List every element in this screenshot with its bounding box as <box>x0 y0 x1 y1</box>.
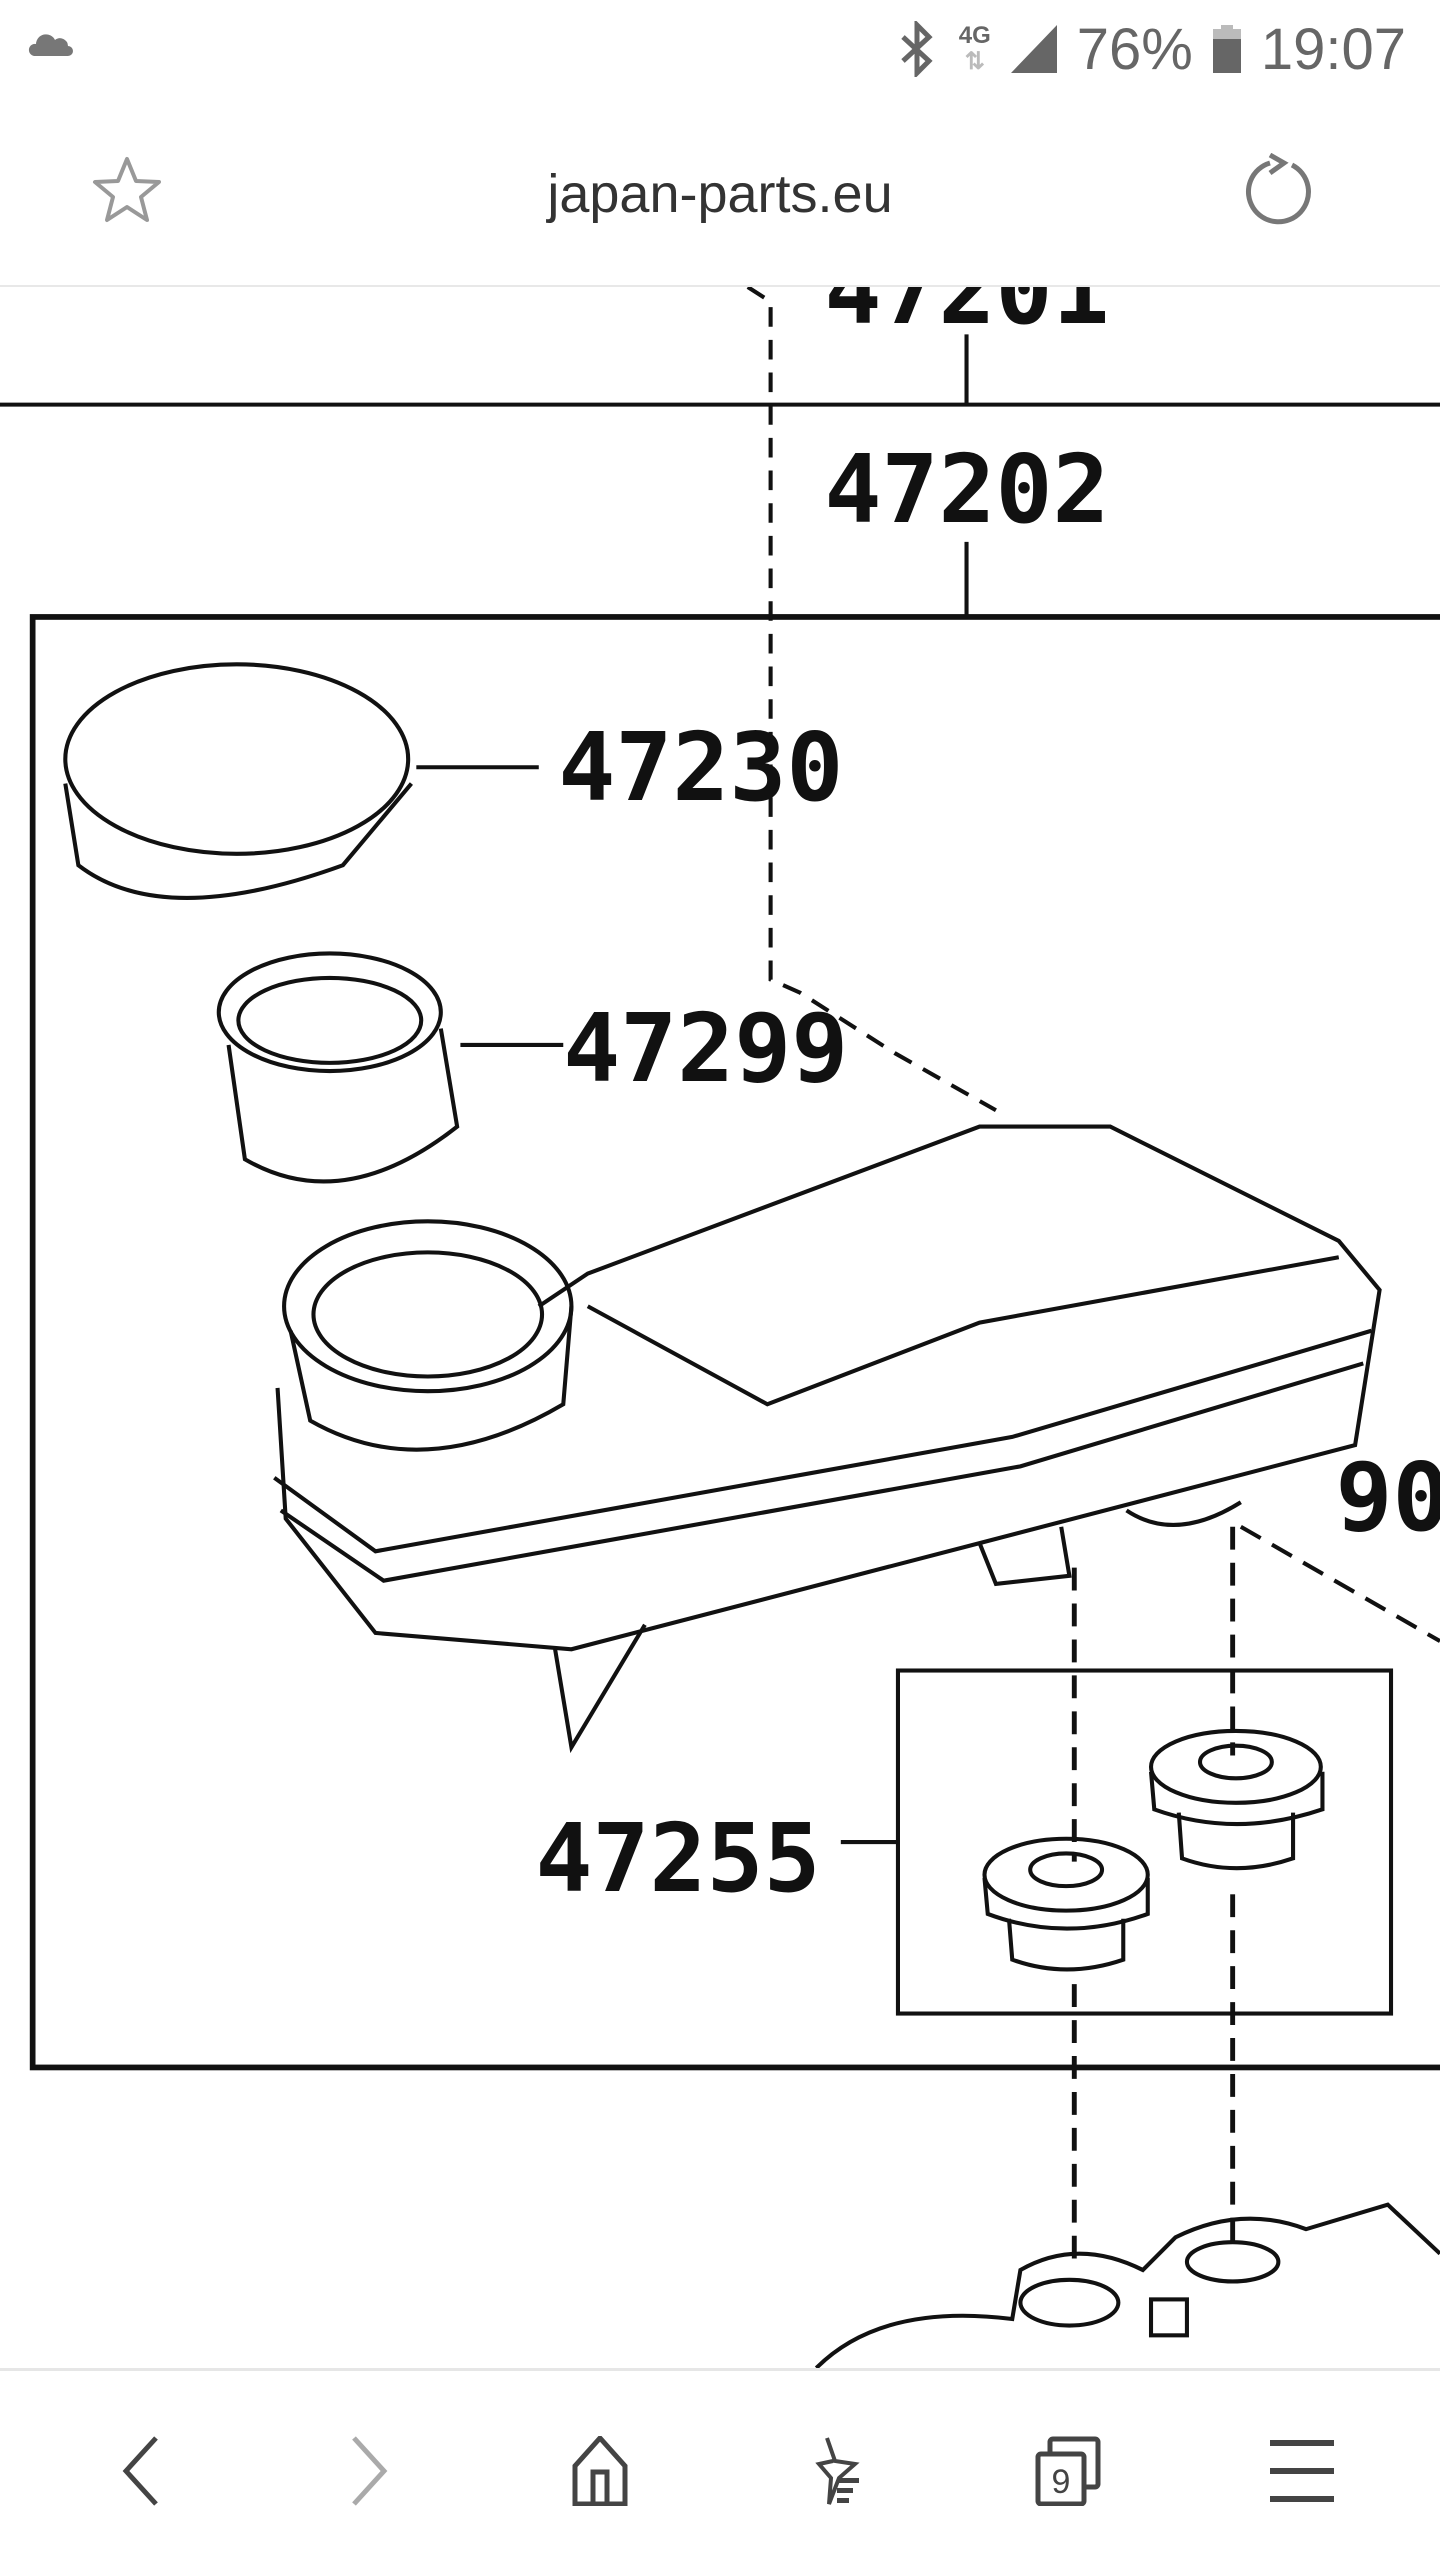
star-icon[interactable] <box>92 155 162 225</box>
part-number-47299[interactable]: 47299 <box>563 994 848 1104</box>
forward-button[interactable] <box>325 2426 415 2516</box>
signal-icon <box>1010 25 1057 73</box>
tab-count: 9 <box>1052 2463 1071 2501</box>
grommet-frame <box>895 1668 1394 2016</box>
reload-icon[interactable] <box>1240 153 1316 229</box>
clock: 19:07 <box>1260 16 1406 82</box>
assembly-frame <box>29 614 1440 2071</box>
battery-percent: 76% <box>1076 16 1193 82</box>
reservoir-cap-drawing <box>63 662 539 900</box>
part-number-90[interactable]: 90 <box>1336 1443 1440 1553</box>
address-bar: japan-parts.eu <box>0 95 1440 287</box>
status-bar: 4G⇅ 76% 19:07 <box>0 0 1440 95</box>
tabs-icon: 9 <box>1035 2436 1101 2506</box>
bottom-nav: 9 <box>0 2368 1440 2563</box>
master-cylinder-drawing <box>814 2202 1440 2368</box>
reservoir-drawing <box>273 1124 1382 1754</box>
tabs-button[interactable]: 9 <box>1025 2426 1115 2516</box>
part-number-47230[interactable]: 47230 <box>558 713 843 823</box>
forward-icon <box>352 2436 388 2506</box>
cloud-icon <box>28 34 74 56</box>
battery-icon <box>1212 25 1241 73</box>
network-type: 4G <box>958 22 991 49</box>
dashed-line <box>746 287 997 1113</box>
back-icon <box>122 2436 158 2506</box>
grommet-drawing <box>982 1836 1150 1972</box>
home-icon <box>572 2436 628 2506</box>
bookmarks-button[interactable] <box>790 2426 880 2516</box>
home-button[interactable] <box>555 2426 645 2516</box>
strainer-drawing <box>216 951 564 1184</box>
bookmarks-icon <box>815 2437 860 2505</box>
menu-button[interactable] <box>1258 2426 1348 2516</box>
part-number-47201[interactable]: 47201 <box>824 287 1109 346</box>
diagram-svg: 47201 47202 47230 47299 47255 90 <box>0 287 1440 2368</box>
4g-icon: 4G⇅ <box>958 22 991 75</box>
menu-icon <box>1270 2440 1334 2502</box>
bluetooth-icon <box>901 21 933 77</box>
part-number-47202[interactable]: 47202 <box>824 435 1109 545</box>
back-button[interactable] <box>95 2426 185 2516</box>
parts-diagram[interactable]: 47201 47202 47230 47299 47255 90 <box>0 287 1440 2368</box>
part-number-47255[interactable]: 47255 <box>536 1804 821 1914</box>
grommet-drawing <box>1148 1728 1325 1871</box>
url-field[interactable]: japan-parts.eu <box>547 164 893 224</box>
